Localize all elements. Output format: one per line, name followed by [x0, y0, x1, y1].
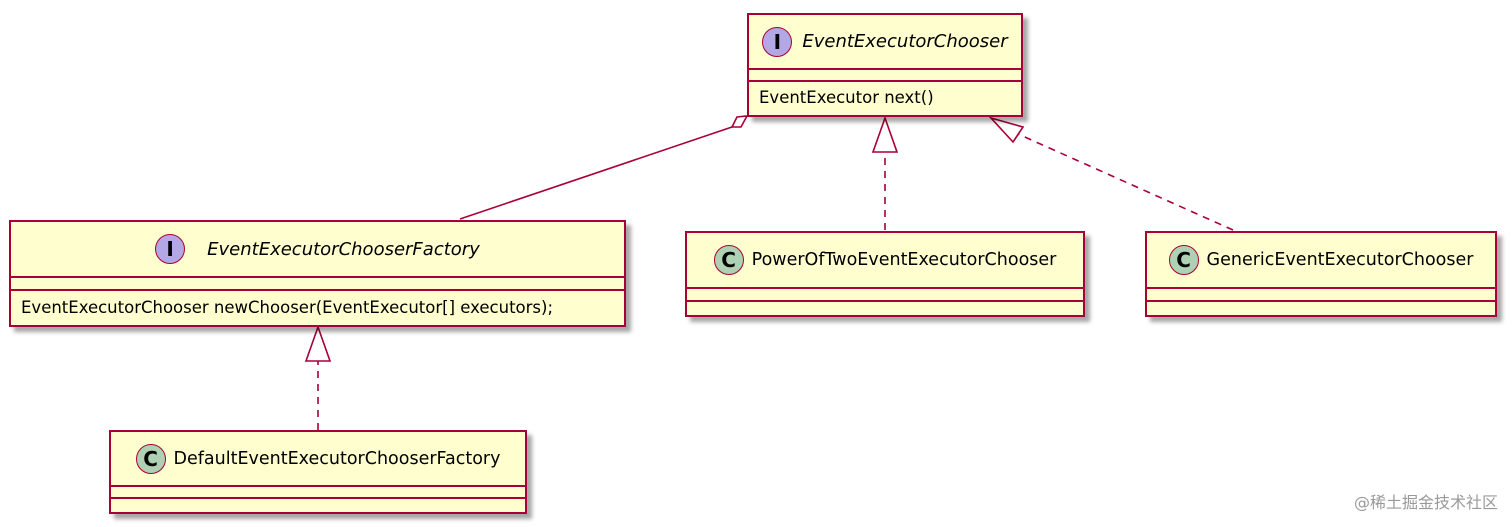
fields-section: [687, 289, 1083, 302]
realization-arrow-generic: [988, 116, 1025, 144]
class-header: I EventExecutorChooser: [749, 15, 1021, 70]
method-signature: EventExecutorChooser newChooser(EventExe…: [21, 298, 554, 317]
methods-section: [111, 499, 525, 511]
fields-section: [749, 70, 1021, 82]
class-name: PowerOfTwoEventExecutorChooser: [751, 250, 1057, 270]
methods-section: EventExecutor next(): [749, 82, 1021, 113]
methods-section: EventExecutorChooser newChooser(EventExe…: [11, 291, 624, 323]
methods-section: [687, 302, 1083, 315]
method-signature: EventExecutor next(): [759, 88, 934, 107]
class-name: EventExecutorChooserFactory: [207, 238, 480, 260]
class-default-event-executor-chooser-factory: C DefaultEventExecutorChooserFactory: [109, 430, 527, 514]
class-generic-event-executor-chooser: C GenericEventExecutorChooser: [1145, 231, 1497, 317]
fields-section: [111, 487, 525, 499]
watermark-text: @稀土掘金技术社区: [1353, 493, 1498, 512]
realization-arrow-default-factory: [304, 324, 332, 362]
fields-section: [11, 278, 624, 291]
methods-section: [1147, 302, 1495, 315]
class-name: GenericEventExecutorChooser: [1206, 250, 1474, 270]
class-badge-icon: C: [713, 245, 744, 275]
class-header: C PowerOfTwoEventExecutorChooser: [687, 233, 1083, 289]
class-header: C GenericEventExecutorChooser: [1147, 233, 1495, 289]
class-header: C DefaultEventExecutorChooserFactory: [111, 432, 525, 487]
class-name: EventExecutorChooser: [802, 31, 1008, 52]
class-badge-icon: C: [135, 443, 166, 474]
interface-badge-icon: I: [155, 234, 186, 264]
fields-section: [1147, 289, 1495, 302]
interface-event-executor-chooser: I EventExecutorChooser EventExecutor nex…: [747, 13, 1023, 117]
class-badge-icon: C: [1168, 245, 1199, 275]
class-name: DefaultEventExecutorChooserFactory: [173, 448, 501, 469]
realization-line-generic: [1017, 133, 1234, 231]
class-header: I EventExecutorChooserFactory: [11, 222, 624, 278]
aggregation-diamond: [730, 115, 749, 128]
interface-event-executor-chooser-factory: I EventExecutorChooserFactory EventExecu…: [9, 220, 626, 327]
realization-arrow-power-of-two: [871, 115, 899, 153]
interface-badge-icon: I: [762, 26, 793, 57]
class-power-of-two-event-executor-chooser: C PowerOfTwoEventExecutorChooser: [685, 231, 1085, 317]
aggregation-line: [459, 126, 733, 220]
